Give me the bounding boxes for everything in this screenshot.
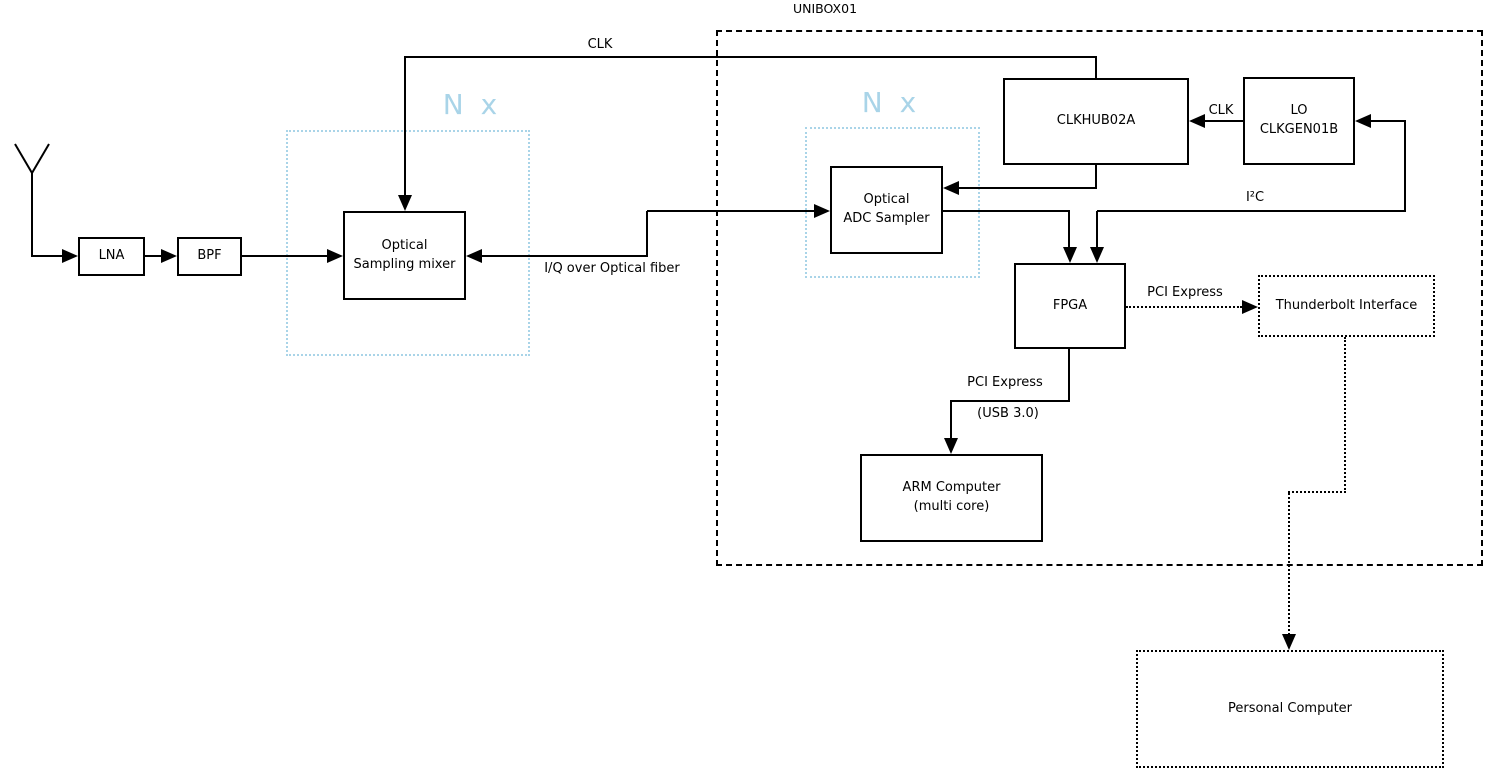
iq-line-lower [482,255,648,257]
fpga-to-arm-drop2 [950,402,952,439]
adc-to-fpga-arrowhead [1063,247,1077,263]
block-bpf: BPF [177,237,242,276]
fpga-to-arm-line [950,400,1070,402]
lo-to-clkhub-arrowhead [1189,114,1205,128]
block-lo-clkgen01b-label: LO CLKGEN01B [1259,103,1339,137]
n-x-label-right: N x [861,86,921,119]
clk-line-clkhub-riser [1095,57,1097,79]
block-optical-adc-sampler: Optical ADC Sampler [830,166,943,254]
block-fpga: FPGA [1014,263,1126,349]
pci-express-tb-label: PCI Express [1147,285,1223,300]
i2c-line-right-drop [1404,121,1406,211]
block-lo-clkgen01b: LO CLKGEN01B [1243,77,1355,165]
n-x-frame-left [286,130,530,356]
block-clkhub02a: CLKHUB02A [1003,78,1189,165]
clkhub-to-adc-drop [1095,165,1097,188]
clkhub-to-adc-line [959,187,1097,189]
bpf-to-mixer-line [242,255,328,257]
n-x-frame-right [805,127,980,278]
lna-to-bpf-line [145,255,162,257]
i2c-line-top [1371,120,1406,122]
clk-mid-label: CLK [1208,103,1234,118]
block-clkhub02a-label: CLKHUB02A [1056,113,1136,129]
block-fpga-label: FPGA [1052,297,1088,313]
i2c-label: I²C [1245,190,1265,205]
block-optical-sampling-mixer-label: Optical Sampling mixer [353,237,456,272]
fpga-to-thunderbolt-line [1126,306,1242,308]
thunderbolt-to-pc-line [1288,491,1346,493]
i2c-to-fpga-arrowhead [1090,247,1104,263]
adc-to-fpga-drop [1068,211,1070,248]
fpga-to-arm-arrowhead [944,438,958,454]
iq-to-adc-arrowhead [814,204,830,218]
clk-to-mixer-arrowhead [398,195,412,211]
antenna-to-lna-arrowhead [62,249,78,263]
clk-line-mixer-drop [404,57,406,196]
iq-to-mixer-arrowhead [466,249,482,263]
bpf-to-mixer-arrowhead [327,249,343,263]
block-lna: LNA [78,237,145,276]
n-x-label-left: N x [442,88,502,121]
iq-fiber-label: I/Q over Optical fiber [544,261,680,276]
lna-to-bpf-arrowhead [161,249,177,263]
block-personal-computer-label: Personal Computer [1227,700,1353,716]
iq-line-riser [646,211,648,257]
lo-to-clkhub-line [1205,120,1243,122]
thunderbolt-to-pc-drop2 [1288,493,1290,635]
unibox-title: UNIBOX01 [792,1,858,16]
clkhub-to-adc-arrowhead [943,181,959,195]
antenna-to-lna-line [31,255,63,257]
block-optical-sampling-mixer: Optical Sampling mixer [343,211,466,300]
thunderbolt-to-pc-drop1 [1344,337,1346,493]
pci-express-arm-label: PCI Express [967,375,1043,390]
i2c-to-lo-arrowhead [1355,114,1371,128]
fpga-to-arm-drop1 [1068,349,1070,402]
i2c-line-horizontal [1097,210,1406,212]
block-optical-adc-sampler-label: Optical ADC Sampler [843,192,930,226]
block-arm-computer: ARM Computer (multi core) [860,454,1043,542]
i2c-line-fpga-drop [1096,211,1098,248]
usb-label: (USB 3.0) [977,406,1039,421]
block-thunderbolt-interface: Thunderbolt Interface [1258,275,1435,337]
thunderbolt-to-pc-arrowhead [1282,634,1296,650]
unibox-frame [716,30,1483,566]
antenna-icon [14,143,50,257]
clk-line-horizontal [404,56,1097,58]
fpga-to-thunderbolt-arrowhead [1242,300,1258,314]
adc-to-fpga-line [943,210,1070,212]
clk-top-label: CLK [587,37,613,52]
block-personal-computer: Personal Computer [1136,650,1444,768]
block-lna-label: LNA [98,248,125,264]
iq-line-upper [647,210,815,212]
block-thunderbolt-interface-label: Thunderbolt Interface [1275,297,1418,313]
block-bpf-label: BPF [197,248,222,264]
block-arm-computer-label: ARM Computer (multi core) [902,480,1001,514]
